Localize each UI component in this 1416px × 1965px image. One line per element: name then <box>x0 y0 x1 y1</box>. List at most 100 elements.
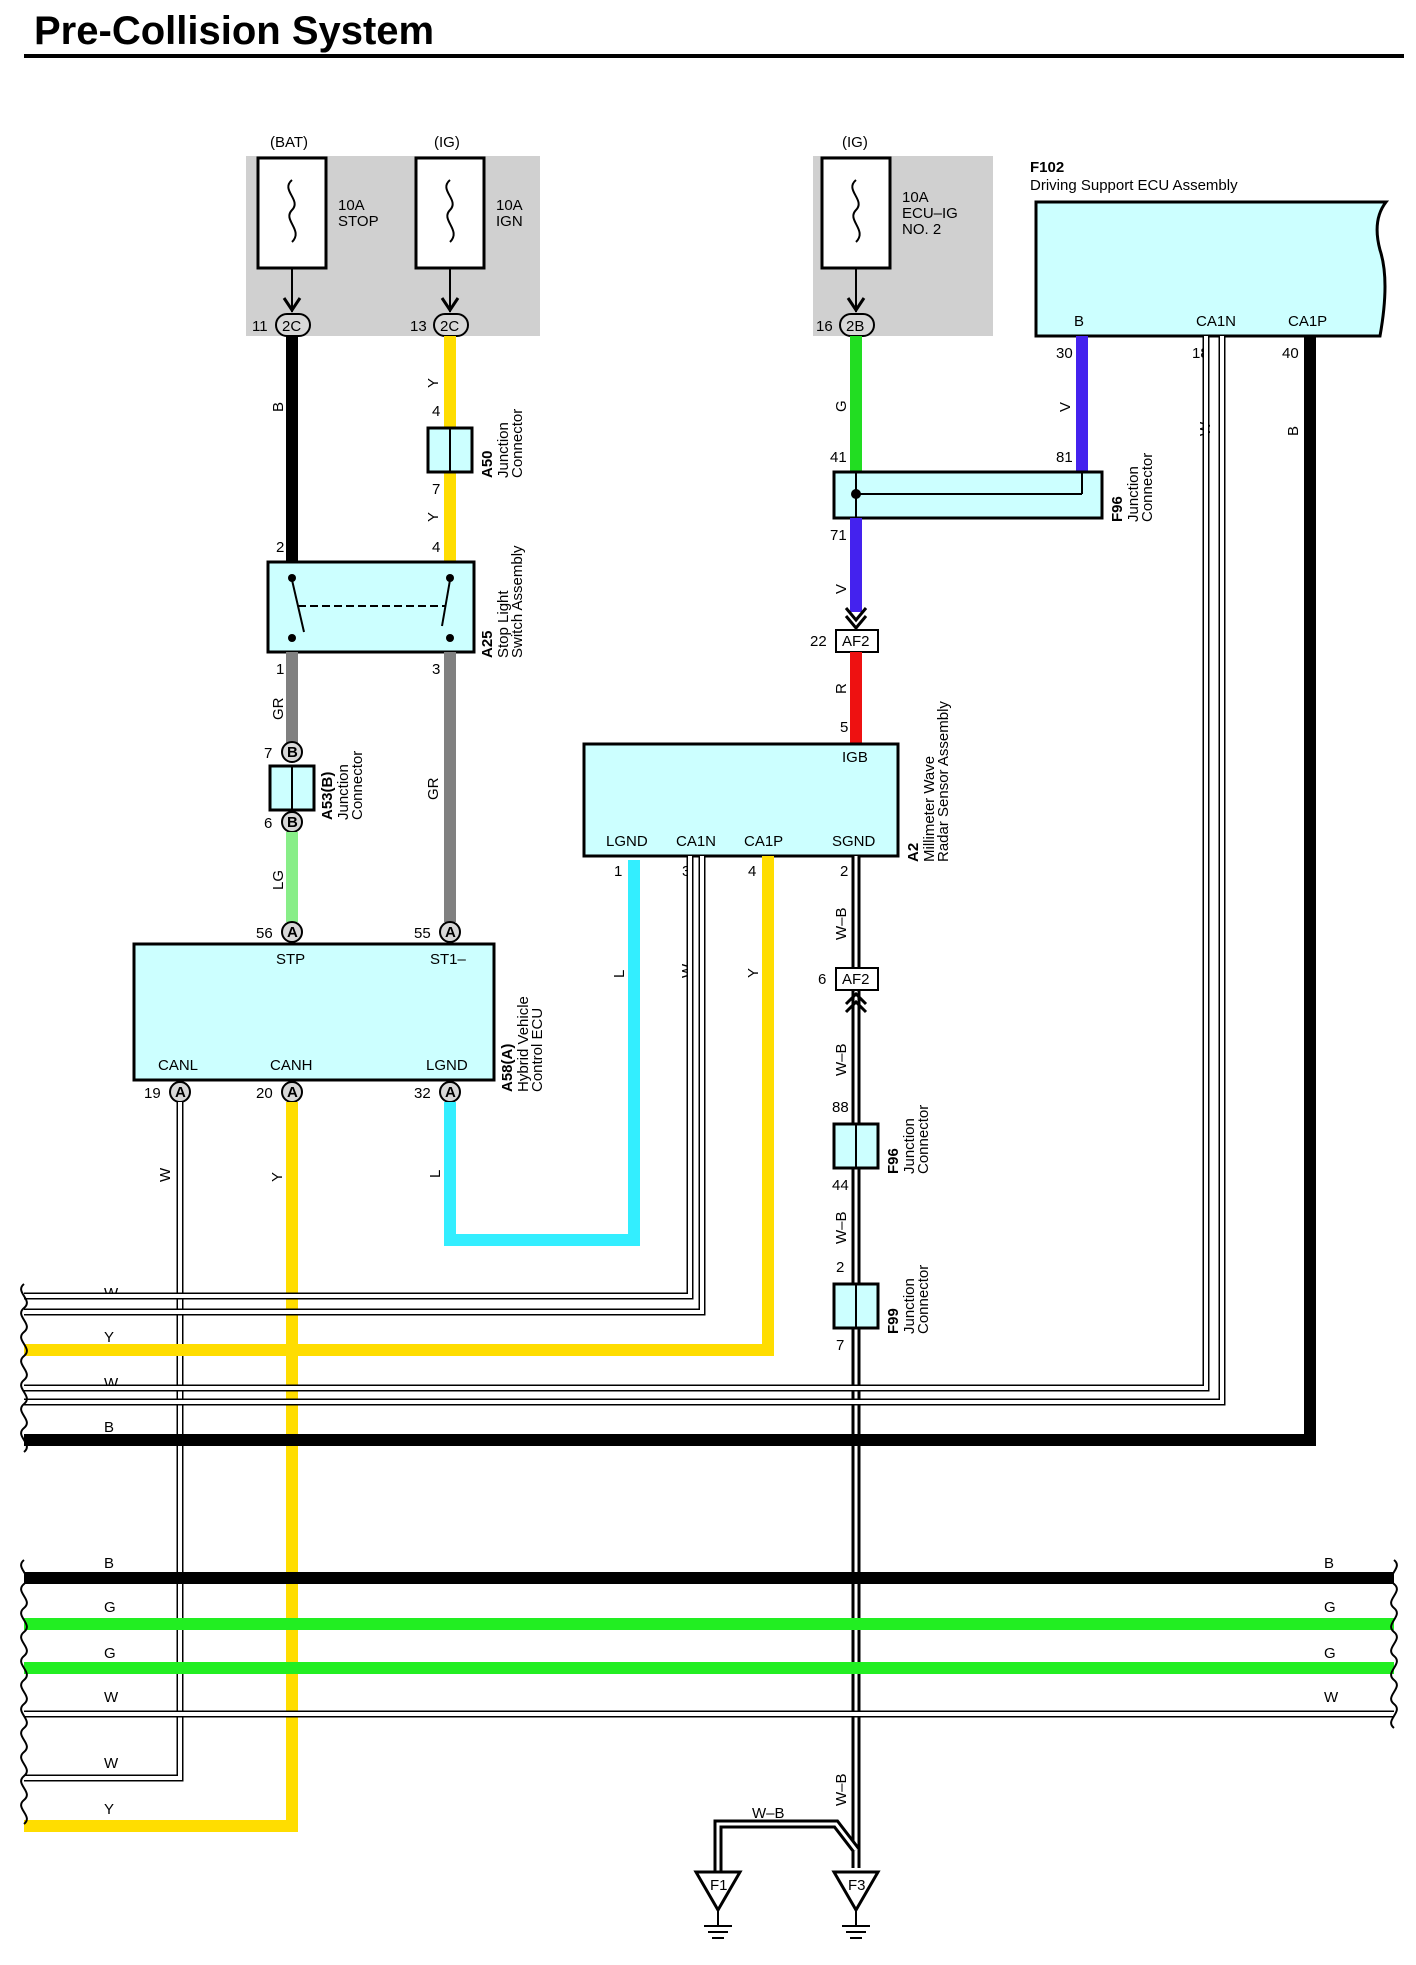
label-text: SGND <box>832 833 876 850</box>
wire-w-upper-pair-inner <box>24 856 692 1298</box>
label-text: Junction <box>901 1118 918 1174</box>
label-text: 10A <box>902 189 929 206</box>
label-text: F3 <box>848 1877 866 1894</box>
a58-hybrid-ecu: 56 A 55 A STP ST1– CANL CANH LGND 19 A 2… <box>132 921 546 1103</box>
f102-ecu: F102 Driving Support ECU Assembly B CA1N… <box>1030 159 1390 362</box>
label-text: W–B <box>833 1043 850 1076</box>
label-text: A <box>287 924 298 941</box>
label-text: L <box>611 970 628 978</box>
wire-l-lgnd <box>444 860 640 1246</box>
label-text: LGND <box>426 1057 468 1074</box>
f96-junction-top: 41 81 71 F96 Junction Connector <box>830 449 1156 544</box>
label-text: Junction <box>495 422 512 478</box>
af2-connector-top: 22 AF2 <box>810 629 879 653</box>
label-text: G <box>1324 1599 1336 1616</box>
label-text: ECU–IG <box>902 205 958 222</box>
label-text: 6 <box>818 971 826 988</box>
label-text: 2 <box>276 539 284 556</box>
label-text: A2 <box>905 843 922 862</box>
label-text: W–B <box>833 1773 850 1806</box>
wire-y-a2-ca1p <box>24 856 774 1356</box>
label-text: 7 <box>432 481 440 498</box>
label-text: Connector <box>509 409 526 478</box>
label-text: CANH <box>270 1057 313 1074</box>
a53-junction: 7 B B 6 A53(B) Junction Connector <box>264 741 366 833</box>
label-text: G <box>833 400 850 412</box>
wire-w-right-pair-inner <box>24 336 1208 1390</box>
label-text: F1 <box>710 1877 728 1894</box>
label-text: Y <box>425 378 442 388</box>
label-text: 4 <box>432 539 440 556</box>
label-text: GR <box>425 777 442 800</box>
label-text: A50 <box>479 450 496 478</box>
label-text: A <box>445 1084 456 1101</box>
label-text: 40 <box>1282 345 1299 362</box>
label-text: Junction <box>335 764 352 820</box>
label-text: 20 <box>256 1085 273 1102</box>
label-text: W–B <box>752 1805 785 1822</box>
label-text: Connector <box>1139 453 1156 522</box>
label-text: 41 <box>830 449 847 466</box>
a50-junction: 4 7 A50 Junction Connector <box>426 403 526 498</box>
label-text: Millimeter Wave <box>921 756 938 862</box>
label-text: G <box>1324 1645 1336 1662</box>
label-text: CA1P <box>744 833 783 850</box>
label-text: B <box>104 1419 114 1436</box>
a25-stop-light-switch: 2 4 1 3 A25 Stop Light Switch Assembly <box>266 539 526 678</box>
fuse-terminal-2c-13: 13 2C <box>410 268 469 337</box>
label-text: 16 <box>816 318 833 335</box>
label-text: ST1– <box>430 951 467 968</box>
label-text: 2C <box>440 318 459 335</box>
label-text: B <box>287 814 298 831</box>
label-text: Connector <box>915 1265 932 1334</box>
label-text: 1 <box>614 863 622 880</box>
wire-w-f102-ca1n-inner <box>24 336 1224 1404</box>
label-text: 2 <box>836 1259 844 1276</box>
label-text: W <box>157 1167 174 1182</box>
fuse-ecu-ig-no2: (IG) 10A ECU–IG NO. 2 <box>820 134 958 270</box>
label-text: 1 <box>276 661 284 678</box>
ground-f1: F1 <box>693 1870 743 1939</box>
fuse-terminal-2b-16: 16 2B <box>816 268 875 337</box>
label-text: 88 <box>832 1099 849 1116</box>
label-text: 56 <box>256 925 273 942</box>
label-text: Radar Sensor Assembly <box>935 701 952 862</box>
label-text: W <box>104 1755 119 1772</box>
label-text: F96 <box>885 1148 902 1174</box>
label-text: 10A <box>496 197 523 214</box>
label-text: 7 <box>836 1337 844 1354</box>
label-text: A58(A) <box>499 1044 516 1092</box>
label-text: L <box>427 1170 444 1178</box>
label-text: G <box>104 1599 116 1616</box>
label-text: CA1P <box>1288 313 1327 330</box>
label-text: CA1N <box>676 833 716 850</box>
label-text: 4 <box>432 403 440 420</box>
af2-connector-mid: 6 AF2 <box>818 967 879 1014</box>
label-text: CA1N <box>1196 313 1236 330</box>
label-text: F102 <box>1030 159 1064 176</box>
label-text: Y <box>745 968 762 978</box>
label-text: Stop Light <box>495 590 512 658</box>
label-text: LGND <box>606 833 648 850</box>
label-text: 3 <box>682 863 690 880</box>
ground-f3: F3 <box>831 1870 881 1939</box>
label-text: NO. 2 <box>902 221 941 238</box>
wire-w-a2-ca1n-inner <box>24 856 704 1314</box>
label-text: 13 <box>410 318 427 335</box>
label-text: 3 <box>432 661 440 678</box>
label-text: R <box>833 683 850 694</box>
label-text: Y <box>425 512 442 522</box>
label-text: IGB <box>842 749 868 766</box>
label-text: Junction <box>1125 466 1142 522</box>
label-text: Hybrid Vehicle <box>515 996 532 1092</box>
f99-junction: 2 7 F99 Junction Connector <box>832 1259 932 1354</box>
label-text: (IG) <box>434 134 460 151</box>
label-text: W–B <box>833 907 850 940</box>
label-text: 19 <box>144 1085 161 1102</box>
page-title: Pre-Collision System <box>34 9 434 53</box>
label-text: 4 <box>748 863 756 880</box>
label-text: IGN <box>496 213 523 230</box>
label-text: Y <box>104 1329 114 1346</box>
label-text: G <box>104 1645 116 1662</box>
label-text: 2B <box>846 318 864 335</box>
